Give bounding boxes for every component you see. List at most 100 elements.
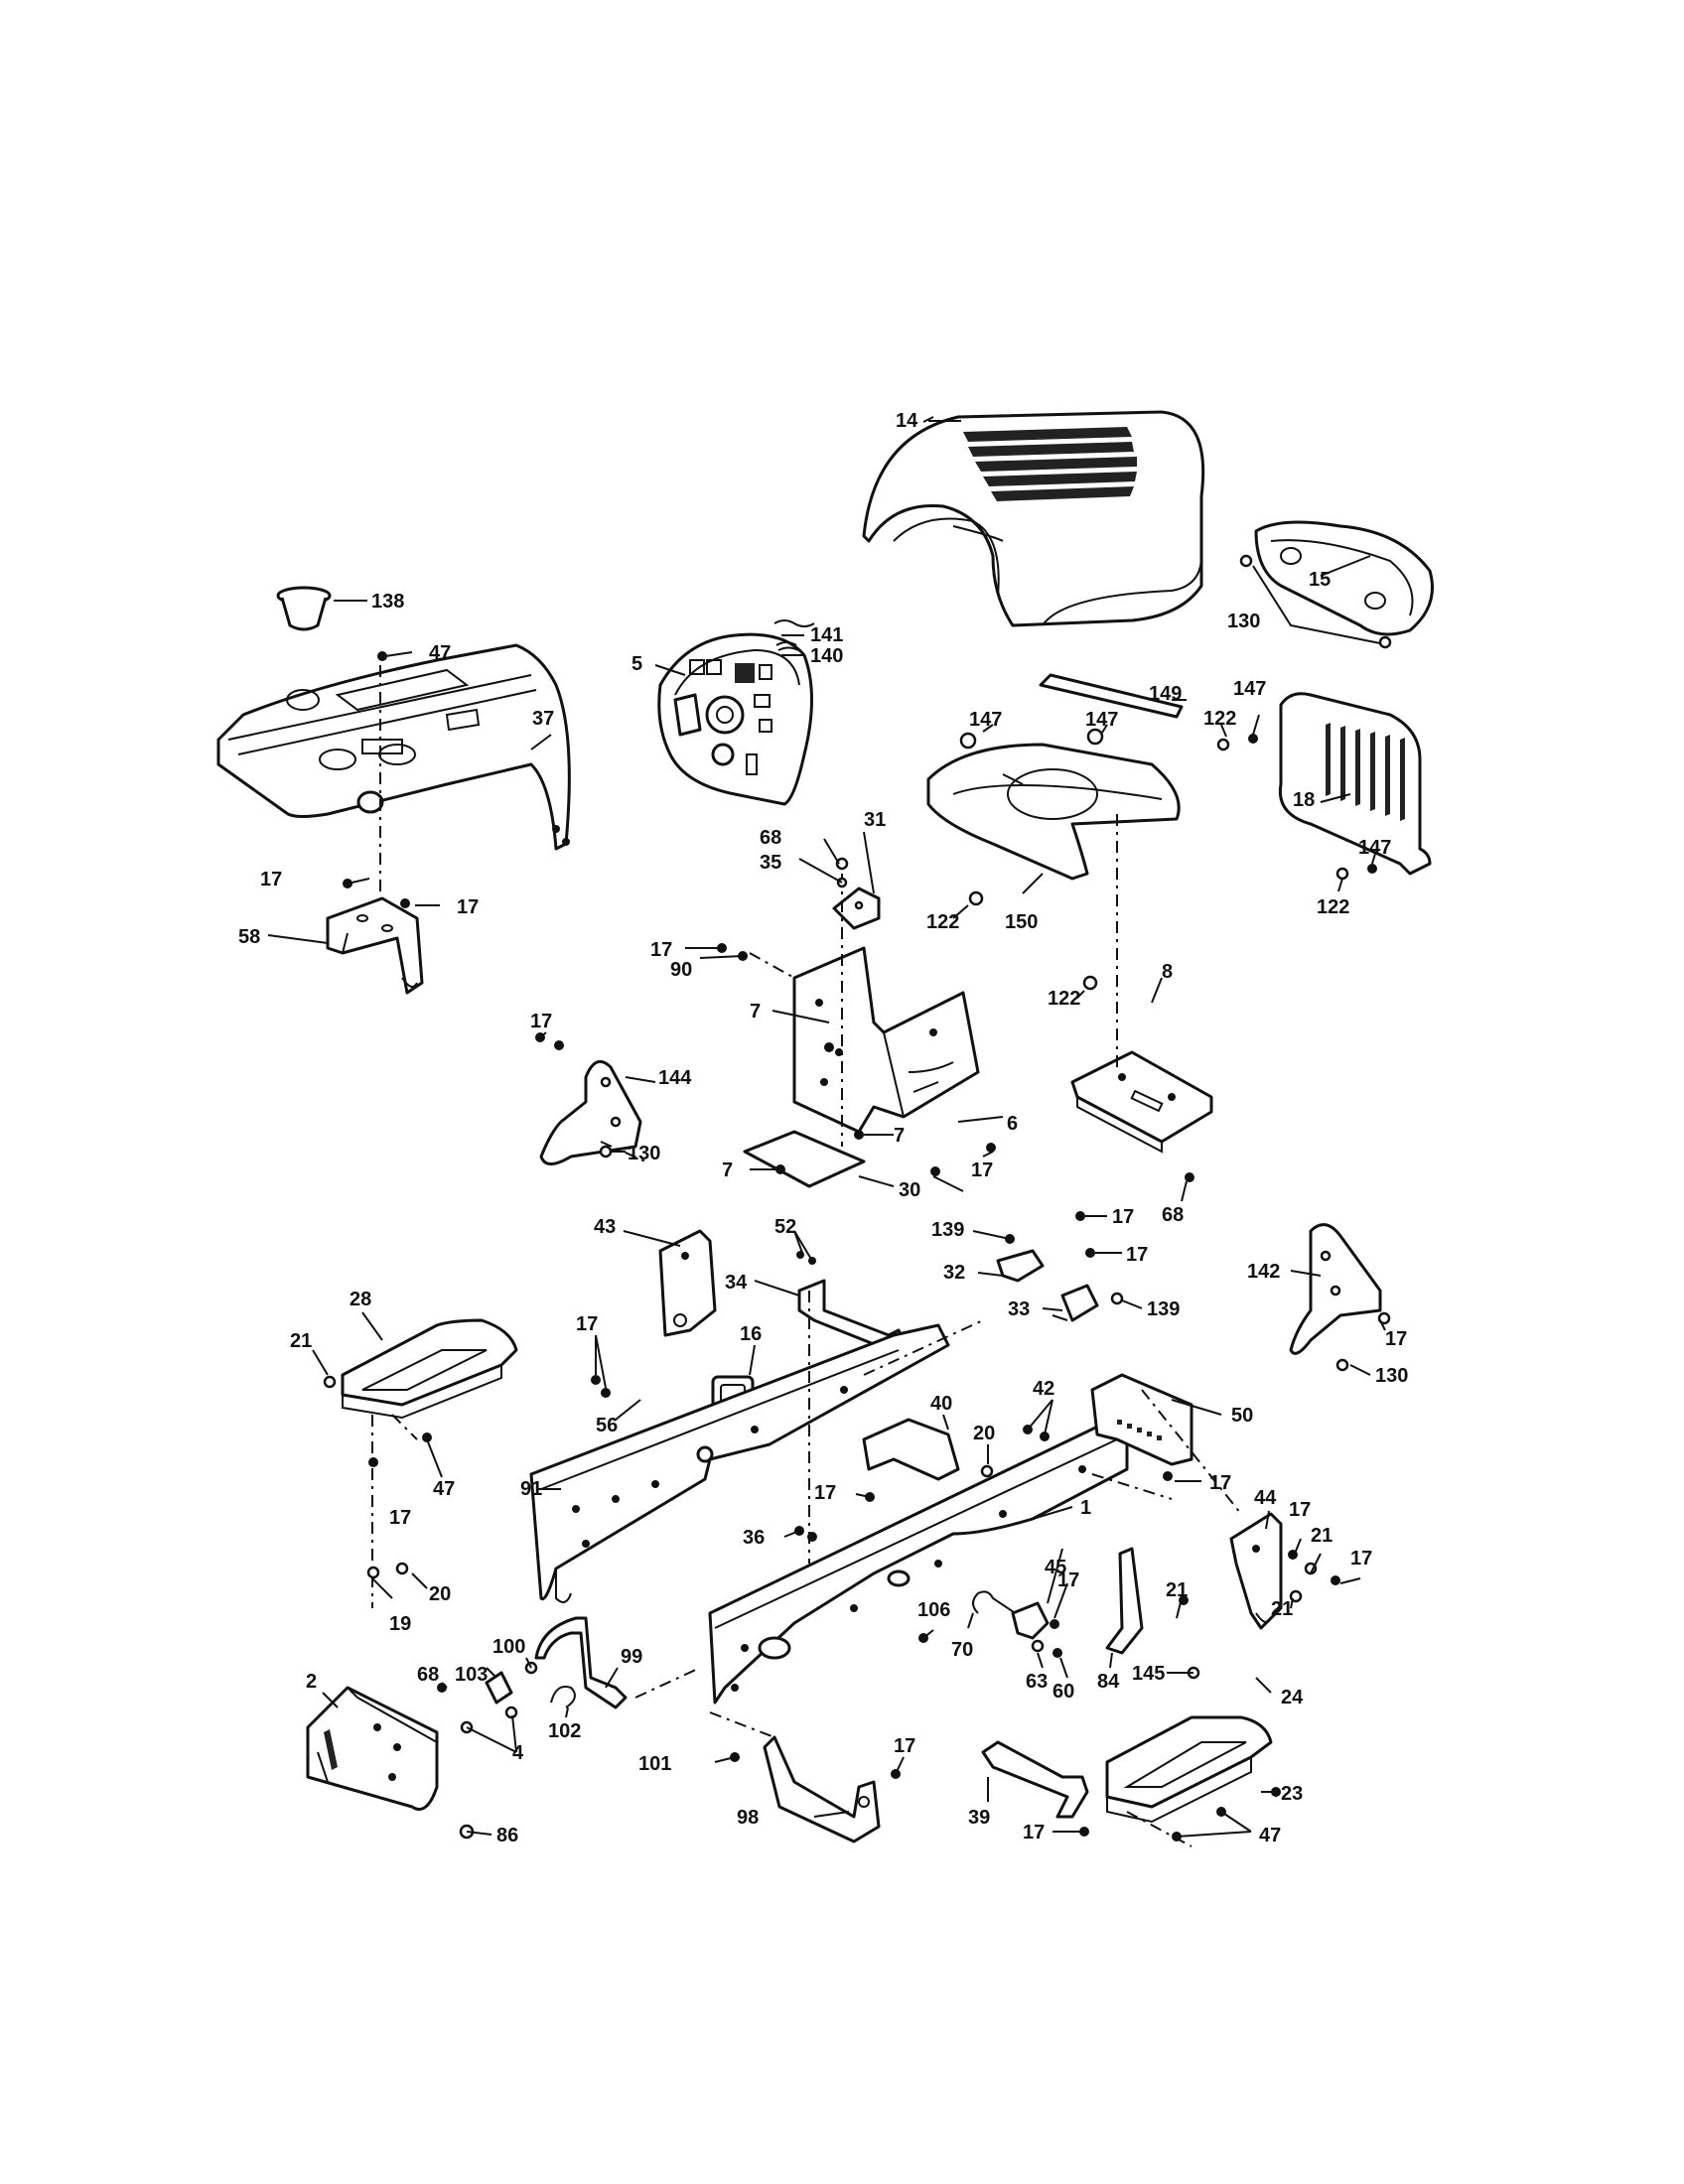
callout-60: 60: [1052, 1681, 1074, 1703]
plate-98-part: [763, 1735, 881, 1843]
callout-17: 17: [971, 1160, 993, 1181]
callout-7: 7: [750, 1001, 761, 1023]
bracket-45-part: [1011, 1601, 1050, 1640]
callout-43: 43: [594, 1216, 616, 1238]
bracket-31-part: [832, 887, 881, 930]
callout-90: 90: [670, 959, 692, 981]
spring-141-part: [773, 619, 815, 651]
dash-panel-part: [216, 643, 571, 851]
dash-bracket-part: [326, 896, 424, 995]
callout-17: 17: [1350, 1548, 1372, 1570]
bracket-103-part: [485, 1671, 518, 1719]
bracket-40-part: [862, 1418, 960, 1481]
console-part: [657, 632, 813, 806]
callout-40: 40: [930, 1393, 952, 1415]
callout-99: 99: [621, 1646, 642, 1668]
callout-24: 24: [1281, 1687, 1304, 1708]
frame-rail-left-part: [529, 1323, 950, 1603]
callout-142: 142: [1247, 1261, 1280, 1283]
callout-8: 8: [1162, 961, 1173, 983]
callout-103: 103: [455, 1664, 488, 1686]
callout-6: 6: [1007, 1113, 1018, 1135]
callout-144: 144: [658, 1067, 692, 1089]
bracket-44-part: [1229, 1512, 1283, 1630]
callout-45: 45: [1045, 1557, 1066, 1578]
callout-7: 7: [722, 1160, 733, 1181]
pedal-84-part: [1105, 1547, 1144, 1655]
rear-cover-part: [1254, 520, 1434, 636]
callout-141: 141: [810, 624, 843, 646]
callout-17: 17: [814, 1482, 836, 1504]
callout-17: 17: [650, 939, 672, 961]
callout-17: 17: [530, 1011, 552, 1032]
callout-106: 106: [917, 1599, 950, 1621]
footrest-right-part: [1105, 1715, 1273, 1824]
callout-86: 86: [496, 1825, 518, 1846]
pin-70-part: [972, 1590, 1039, 1629]
callout-139: 139: [931, 1219, 964, 1241]
callout-7: 7: [894, 1125, 905, 1147]
callout-17: 17: [1126, 1244, 1148, 1266]
callout-labels: 14 15 130 138 47 141 140 5 37 149 147 12…: [238, 410, 1408, 1846]
callout-70: 70: [951, 1639, 973, 1661]
callout-28: 28: [350, 1289, 371, 1310]
callout-17: 17: [1289, 1499, 1311, 1521]
callout-100: 100: [492, 1636, 525, 1658]
lever-99-part: [534, 1616, 628, 1709]
callout-68: 68: [1162, 1204, 1184, 1226]
callout-139: 139: [1147, 1298, 1180, 1320]
frame-rail-right-part: [708, 1418, 1129, 1705]
callout-122: 122: [1317, 896, 1349, 918]
callout-17: 17: [260, 869, 282, 890]
callout-21: 21: [290, 1330, 312, 1352]
plate-2-part: [306, 1686, 439, 1811]
callout-14: 14: [896, 410, 918, 432]
callout-68: 68: [417, 1664, 439, 1686]
callout-138: 138: [371, 591, 404, 613]
callout-36: 36: [743, 1527, 765, 1549]
callout-15: 15: [1309, 569, 1331, 591]
callout-42: 42: [1033, 1378, 1054, 1400]
callout-52: 52: [774, 1216, 796, 1238]
callout-34: 34: [725, 1272, 748, 1294]
hood-part: [862, 410, 1205, 627]
callout-20: 20: [429, 1583, 451, 1605]
callout-17: 17: [894, 1735, 915, 1757]
callout-122: 122: [926, 911, 959, 933]
callout-17: 17: [389, 1507, 411, 1529]
dash-tower-part: [926, 743, 1181, 881]
callout-147: 147: [1085, 709, 1118, 731]
callout-149: 149: [1149, 683, 1182, 705]
callout-31: 31: [864, 809, 886, 831]
callout-17: 17: [457, 896, 479, 918]
callout-17: 17: [1023, 1822, 1045, 1843]
callout-16: 16: [740, 1323, 762, 1345]
callout-98: 98: [737, 1807, 759, 1829]
bracket-43-part: [658, 1229, 717, 1337]
callout-47: 47: [1259, 1825, 1281, 1846]
callout-68: 68: [760, 827, 781, 849]
callout-102: 102: [548, 1720, 581, 1742]
callout-130: 130: [1227, 611, 1260, 632]
callout-147: 147: [969, 709, 1002, 731]
callout-32: 32: [943, 1262, 965, 1284]
callout-56: 56: [596, 1415, 618, 1436]
callout-35: 35: [760, 852, 781, 874]
grille-part: [1278, 692, 1432, 876]
bracket-33-part: [1052, 1284, 1099, 1322]
dash-frame-part: [792, 946, 980, 1134]
callout-147: 147: [1358, 837, 1391, 859]
callout-17: 17: [1209, 1472, 1231, 1494]
callout-44: 44: [1254, 1487, 1277, 1509]
bracket-142-part: [1289, 1223, 1382, 1355]
plate-30-part: [743, 1130, 866, 1188]
callout-30: 30: [899, 1179, 920, 1201]
callout-21: 21: [1271, 1598, 1293, 1620]
callout-47: 47: [433, 1478, 455, 1500]
bracket-32-part: [996, 1249, 1045, 1283]
callout-122: 122: [1203, 708, 1236, 730]
callout-19: 19: [389, 1613, 411, 1635]
assembly-lines: [371, 665, 1242, 1847]
plate-50-part: [1090, 1373, 1193, 1466]
plate-8-part: [1070, 1050, 1213, 1154]
